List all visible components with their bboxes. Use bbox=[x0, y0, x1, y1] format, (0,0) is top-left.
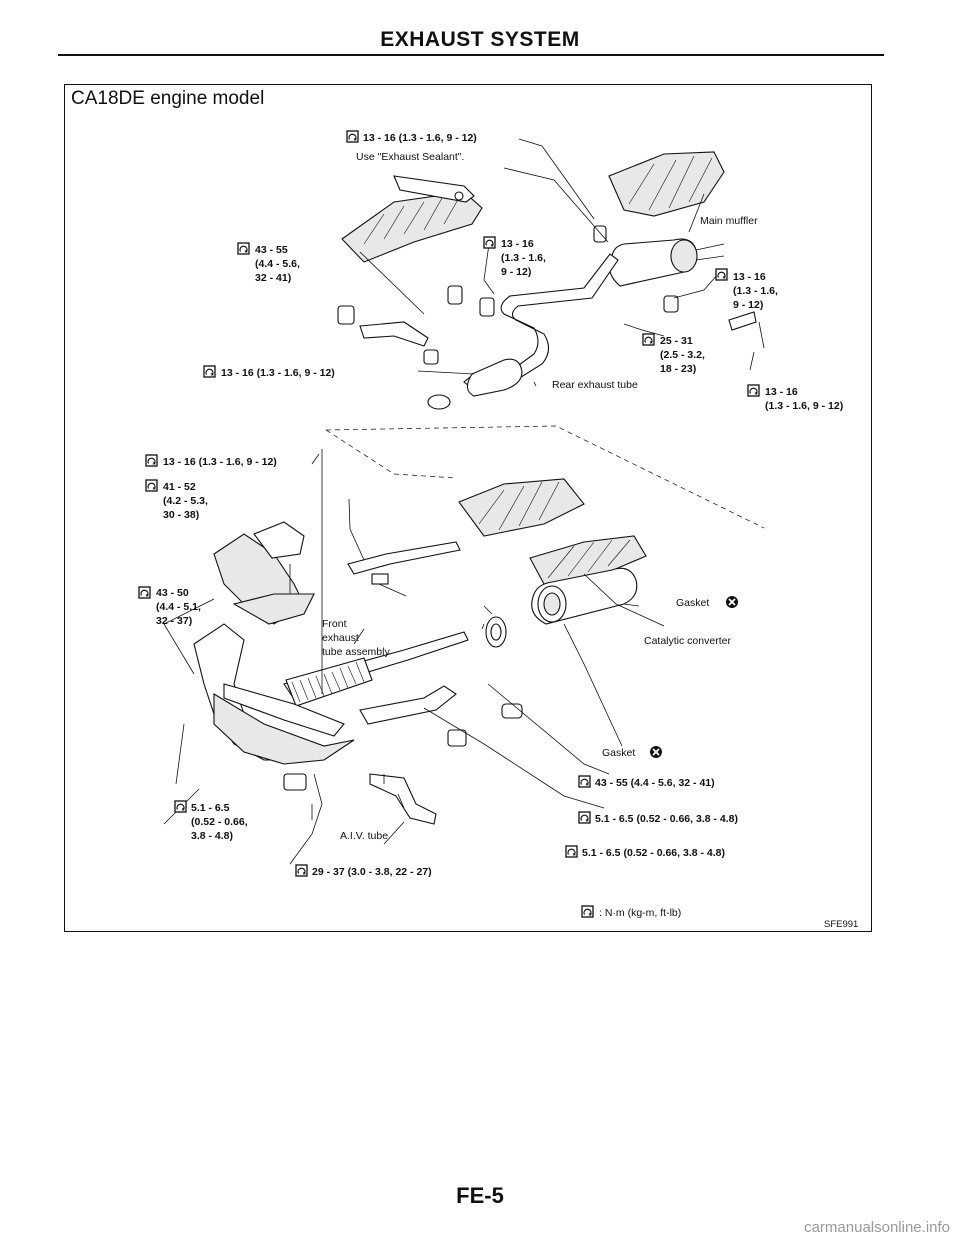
catalytic-converter-body bbox=[531, 567, 638, 625]
torque-label: 9 - 12) bbox=[733, 299, 763, 311]
torque-icon bbox=[578, 811, 591, 824]
torque-label: 43 - 55 (4.4 - 5.6, 32 - 41) bbox=[595, 777, 715, 789]
exhaust-manifold-lower bbox=[193, 623, 355, 765]
hangers-upper bbox=[337, 225, 757, 365]
torque-label: 13 - 16 bbox=[733, 271, 766, 283]
torque-icon bbox=[578, 775, 591, 788]
main-muffler-label: Main muffler bbox=[700, 215, 758, 227]
torque-label: 5.1 - 6.5 bbox=[191, 802, 230, 814]
torque-label: (4.4 - 5.6, bbox=[255, 258, 300, 270]
torque-label: 32 - 41) bbox=[255, 272, 291, 284]
gasket-replace-icon bbox=[725, 595, 739, 609]
torque-label: 5.1 - 6.5 (0.52 - 0.66, 3.8 - 4.8) bbox=[582, 847, 725, 859]
model-title: CA18DE engine model bbox=[71, 88, 265, 109]
torque-icon bbox=[642, 333, 655, 346]
torque-label: 13 - 16 (1.3 - 1.6, 9 - 12) bbox=[363, 132, 477, 144]
watermark: carmanualsonline.info bbox=[804, 1219, 950, 1236]
torque-label: 43 - 50 bbox=[156, 587, 189, 599]
catalytic-converter-label: Catalytic converter bbox=[644, 635, 731, 647]
muffler-heat-shield bbox=[608, 151, 725, 217]
sealant-note: Use "Exhaust Sealant". bbox=[356, 151, 464, 163]
torque-label: 13 - 16 (1.3 - 1.6, 9 - 12) bbox=[163, 456, 277, 468]
torque-label: 29 - 37 (3.0 - 3.8, 22 - 27) bbox=[312, 866, 432, 878]
torque-label: 13 - 16 (1.3 - 1.6, 9 - 12) bbox=[221, 367, 335, 379]
page-number: FE-5 bbox=[456, 1183, 504, 1208]
torque-label: 18 - 23) bbox=[660, 363, 696, 375]
torque-icon bbox=[203, 365, 216, 378]
torque-label: 13 - 16 bbox=[501, 238, 534, 250]
aiv-tube-label: A.I.V. tube bbox=[340, 830, 388, 842]
torque-icon bbox=[145, 479, 158, 492]
torque-unit-legend: : N·m (kg-m, ft-lb) bbox=[599, 907, 681, 919]
torque-label: (4.2 - 5.3, bbox=[163, 495, 208, 507]
torque-icon bbox=[237, 242, 250, 255]
torque-label: 43 - 55 bbox=[255, 244, 288, 256]
front-exhaust-tube-label: Front bbox=[322, 618, 347, 630]
front-exhaust-tube bbox=[283, 541, 469, 707]
exhaust-manifold-cover bbox=[213, 521, 315, 625]
torque-label: (1.3 - 1.6, bbox=[733, 285, 778, 297]
torque-icon bbox=[145, 454, 158, 467]
torque-icon bbox=[138, 586, 151, 599]
front-exhaust-tube-label: exhaust bbox=[322, 632, 359, 644]
gasket-label: Gasket bbox=[676, 597, 709, 609]
converter-heat-shield-upper bbox=[458, 478, 585, 537]
torque-label: 13 - 16 bbox=[765, 386, 798, 398]
rear-exhaust-tube-label: Rear exhaust tube bbox=[552, 379, 638, 391]
bracket-top bbox=[393, 175, 475, 203]
gasket-replace-icon bbox=[649, 745, 663, 759]
torque-icon bbox=[295, 864, 308, 877]
torque-label: 32 - 37) bbox=[156, 615, 192, 627]
header-rule bbox=[58, 54, 884, 56]
torque-icon bbox=[565, 845, 578, 858]
torque-label: 3.8 - 4.8) bbox=[191, 830, 233, 842]
torque-icon bbox=[715, 268, 728, 281]
torque-label: 9 - 12) bbox=[501, 266, 531, 278]
torque-icon bbox=[747, 384, 760, 397]
torque-icon bbox=[483, 236, 496, 249]
torque-label: (0.52 - 0.66, bbox=[191, 816, 248, 828]
torque-label: 5.1 - 6.5 (0.52 - 0.66, 3.8 - 4.8) bbox=[595, 813, 738, 825]
torque-label: 25 - 31 bbox=[660, 335, 693, 347]
lower-brackets bbox=[283, 685, 523, 825]
rear-exhaust-tube-pipe bbox=[427, 253, 619, 410]
upper-heat-shield bbox=[341, 191, 483, 263]
torque-icon bbox=[581, 905, 594, 918]
torque-label: (2.5 - 3.2, bbox=[660, 349, 705, 361]
figure-code: SFE991 bbox=[824, 919, 858, 930]
torque-label: 41 - 52 bbox=[163, 481, 196, 493]
diagram-frame bbox=[64, 84, 872, 932]
torque-icon bbox=[346, 130, 359, 143]
page-title: EXHAUST SYSTEM bbox=[380, 28, 580, 51]
torque-label: (4.4 - 5.1, bbox=[156, 601, 201, 613]
torque-icon bbox=[174, 800, 187, 813]
torque-label: 30 - 38) bbox=[163, 509, 199, 521]
gasket-upper-part bbox=[485, 616, 507, 648]
exhaust-system-diagram: 13 - 16 (1.3 - 1.6, 9 - 12) Use "Exhaust… bbox=[138, 130, 858, 930]
torque-label: (1.3 - 1.6, bbox=[501, 252, 546, 264]
main-muffler-body bbox=[608, 238, 725, 287]
gasket-label: Gasket bbox=[602, 747, 635, 759]
front-exhaust-tube-label: tube assembly bbox=[322, 646, 390, 658]
torque-label: (1.3 - 1.6, 9 - 12) bbox=[765, 400, 843, 412]
